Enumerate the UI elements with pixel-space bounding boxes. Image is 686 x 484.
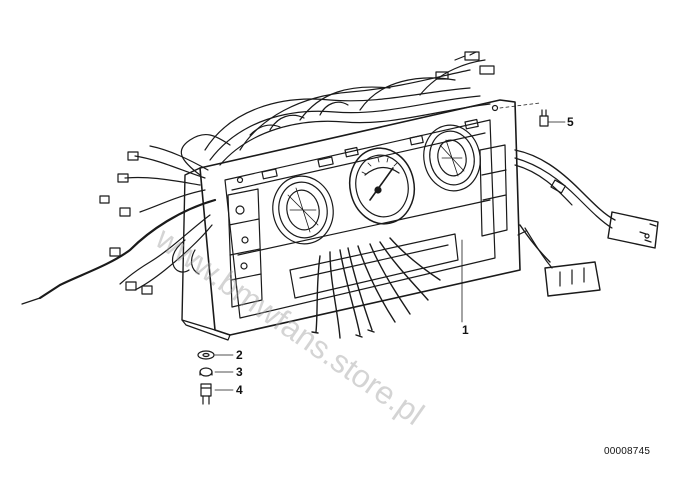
screw-part-4 <box>200 383 212 405</box>
callout-2: 2 <box>236 348 243 362</box>
leader-lines <box>214 102 566 391</box>
diagram-part-number: 00008745 <box>604 446 651 457</box>
wiring-harness-left <box>21 145 217 305</box>
clip-part-5 <box>539 109 549 127</box>
control-panel-frame <box>181 99 521 341</box>
wiring-harness-top <box>180 51 495 176</box>
callout-4: 4 <box>236 383 243 397</box>
washer-part-2 <box>197 350 215 360</box>
callout-1: 1 <box>462 323 469 337</box>
nut-part-3 <box>199 367 213 377</box>
center-gauge <box>348 147 416 225</box>
left-dial <box>272 175 334 245</box>
right-dial <box>423 124 481 192</box>
vacuum-hoses <box>311 237 441 339</box>
wiring-harness-right <box>514 149 659 297</box>
callout-5: 5 <box>567 115 574 129</box>
top-strip-details <box>261 118 479 180</box>
callout-3: 3 <box>236 365 243 379</box>
